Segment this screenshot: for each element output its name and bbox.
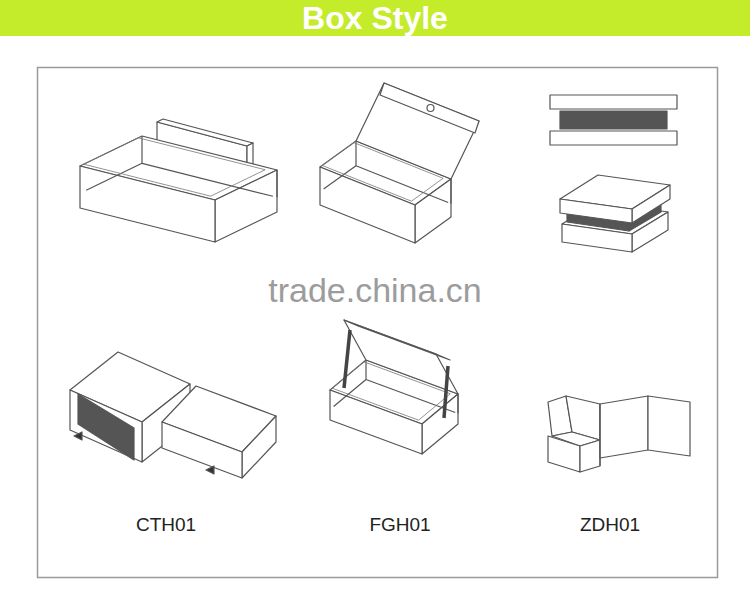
box-side	[415, 179, 451, 243]
title-banner	[0, 0, 750, 36]
box-edge	[355, 141, 356, 166]
fold-side	[580, 440, 600, 472]
lid-flap	[380, 83, 479, 133]
box-edge	[141, 136, 142, 163]
style-code: FGH01	[369, 514, 430, 536]
box-edge	[334, 380, 366, 407]
base-section	[550, 131, 677, 145]
box-side	[632, 185, 670, 223]
lid-and-base-box	[80, 119, 277, 242]
box-front	[320, 167, 415, 243]
lid-panel	[600, 396, 648, 458]
open-lid	[344, 320, 458, 394]
pull-arrow	[206, 466, 214, 474]
box-front	[162, 422, 242, 478]
box-rim	[84, 138, 265, 196]
open-lid	[356, 83, 479, 179]
box-edge	[344, 330, 350, 388]
style-code: CTH01	[136, 514, 196, 536]
lid-section	[550, 95, 677, 109]
lid-flap	[344, 320, 450, 360]
watermark: trade.china.cn	[268, 271, 482, 309]
lid-panel	[648, 396, 690, 456]
box-edge	[444, 366, 448, 418]
style-code: ZDH01	[580, 514, 640, 536]
pull-arrow	[74, 432, 82, 440]
box-edge	[599, 404, 600, 466]
lid-edge	[157, 119, 253, 146]
box-front	[560, 199, 632, 223]
telescope-box	[550, 95, 677, 252]
drawer-box	[70, 352, 276, 478]
box-front	[330, 390, 422, 454]
box-figures	[70, 83, 690, 478]
box-front	[80, 166, 215, 242]
box-edge	[450, 179, 451, 204]
inner-band	[560, 111, 667, 129]
box-side	[215, 170, 277, 242]
box-side	[242, 416, 276, 478]
box-edge	[457, 394, 458, 414]
fold-front	[548, 436, 580, 472]
page-title: Box Style	[302, 0, 448, 36]
panel-frame	[38, 68, 718, 578]
flip-lid-box	[320, 83, 479, 243]
magnet-dot	[427, 105, 434, 112]
folding-box	[548, 396, 690, 472]
ribbon-box	[330, 320, 458, 454]
box-side	[422, 394, 458, 454]
box-front	[70, 390, 142, 462]
box-edge	[142, 163, 273, 196]
box-edge	[276, 170, 277, 197]
drawer-opening	[78, 394, 134, 460]
